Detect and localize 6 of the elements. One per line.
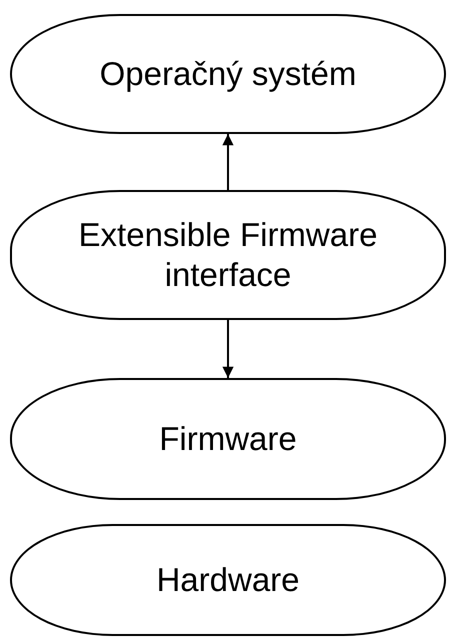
- arrow: [222, 320, 234, 378]
- arrow: [222, 134, 234, 190]
- node-label: Hardware: [156, 560, 300, 600]
- node-label: Firmware: [159, 419, 297, 459]
- node-label: Operačný systém: [100, 54, 356, 94]
- node-label: Extensible Firmware interface: [78, 215, 378, 295]
